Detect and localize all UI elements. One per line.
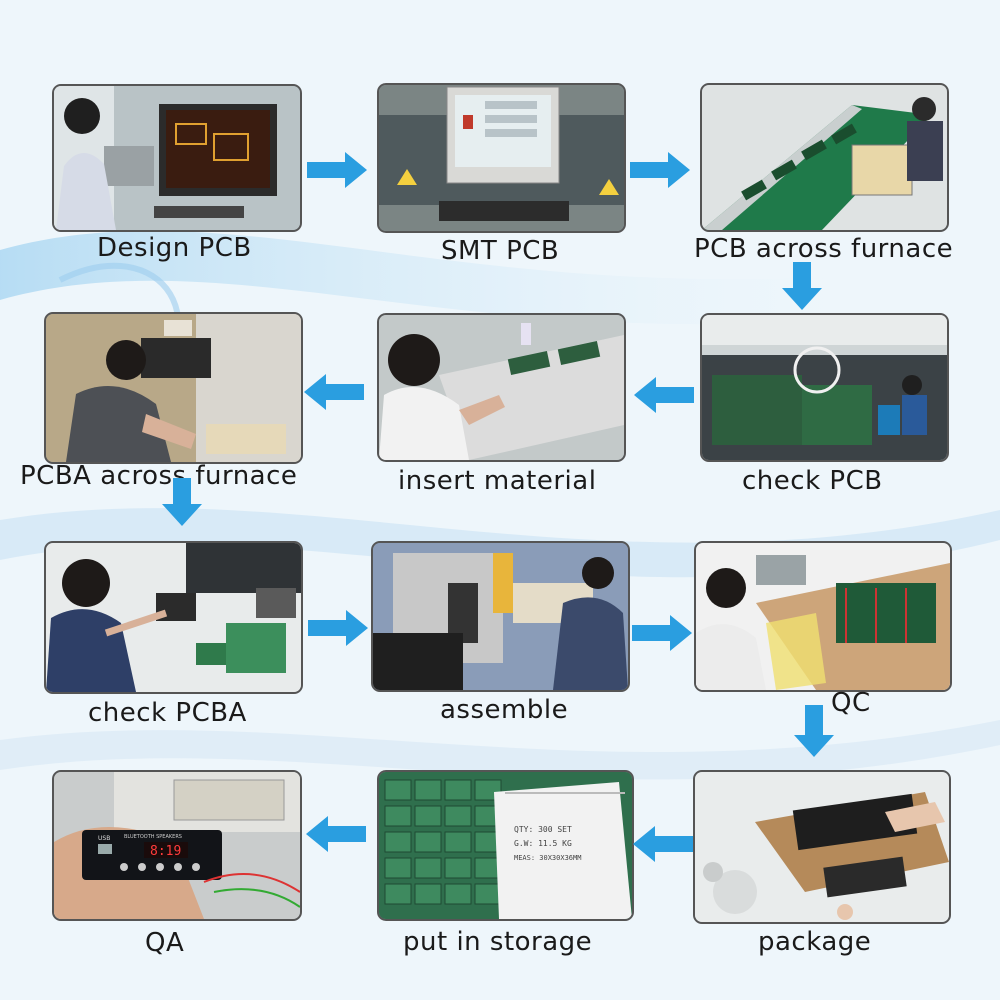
step-photo — [700, 83, 949, 232]
step-label: assemble — [440, 695, 569, 725]
step-label: Design PCB — [97, 233, 252, 263]
step-photo — [52, 84, 302, 232]
module-brand-text: BLUETOOTH SPEAKERS — [124, 834, 182, 840]
step-photo — [694, 541, 952, 692]
arrow-left-icon — [306, 816, 366, 852]
step-photo — [377, 313, 626, 462]
step-photo — [377, 83, 626, 233]
arrow-left-icon — [304, 374, 364, 410]
arrow-right-icon — [630, 152, 690, 188]
arrow-left-icon — [634, 377, 694, 413]
box-gw-text: G.W: 11.5 KG — [514, 839, 572, 848]
step-photo: USB BLUETOOTH SPEAKERS 8:19 — [52, 770, 302, 921]
step-label: insert material — [398, 466, 597, 496]
step-photo — [693, 770, 951, 924]
step-label: check PCB — [742, 466, 883, 496]
arrow-down-icon — [782, 262, 822, 310]
step-label: check PCBA — [88, 698, 247, 728]
box-qty-text: QTY: 300 SET — [514, 825, 572, 834]
step-label: put in storage — [403, 927, 593, 957]
step-photo — [371, 541, 630, 692]
step-photo — [700, 313, 949, 462]
arrow-right-icon — [632, 615, 692, 651]
module-usb-text: USB — [98, 835, 110, 842]
arrow-down-icon — [794, 705, 834, 757]
arrow-right-icon — [308, 610, 368, 646]
step-photo — [44, 312, 303, 464]
step-label: package — [758, 927, 872, 957]
box-meas-text: MEAS: 30X30X36MM — [514, 854, 581, 862]
step-label: PCBA across furnace — [20, 461, 298, 491]
arrow-down-icon — [162, 478, 202, 526]
arrow-right-icon — [307, 152, 367, 188]
step-photo: QTY: 300 SET G.W: 11.5 KG MEAS: 30X30X36… — [377, 770, 634, 921]
step-label: PCB across furnace — [694, 234, 954, 264]
step-photo — [44, 541, 303, 694]
module-display-text: 8:19 — [150, 844, 181, 859]
step-label: QC — [831, 688, 871, 718]
step-label: QA — [145, 928, 185, 958]
step-label: SMT PCB — [441, 236, 560, 266]
arrow-left-icon — [633, 826, 693, 862]
